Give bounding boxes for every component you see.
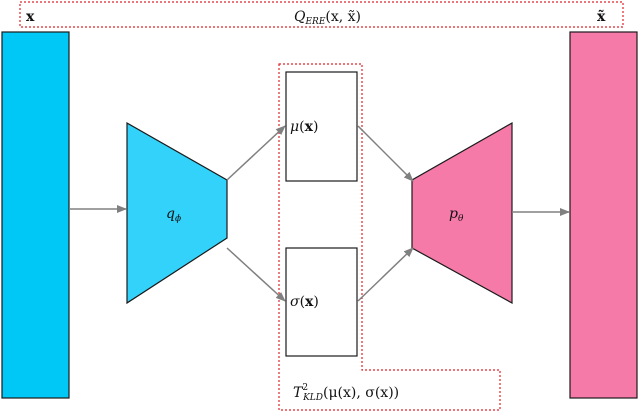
arrow-encoder-to-sigma: [226, 247, 286, 302]
sigma-arg: x: [305, 294, 314, 310]
decoder-p: p: [449, 206, 458, 222]
arrow-encoder-to-mu: [226, 125, 286, 181]
kld-loss-box: [278, 63, 501, 411]
mu-box: [285, 71, 358, 182]
ere-sub: ERE: [304, 17, 325, 27]
arrow-sigma-to-decoder: [357, 247, 414, 302]
ere-loss-label: QERE(x, x̃): [294, 9, 361, 27]
output-label: x̃: [597, 8, 606, 25]
mu-arg: x: [305, 119, 314, 135]
mu-label: μ(x): [290, 119, 318, 135]
arrow-mu-to-decoder: [357, 125, 414, 182]
input-bar: [1, 31, 70, 399]
kld-sup: 2: [302, 383, 308, 393]
input-label: x: [26, 9, 35, 25]
kld-args: (μ(x), σ(x)): [323, 385, 399, 401]
decoder-label: pθ: [449, 206, 464, 224]
mu-open-paren: (: [299, 119, 304, 135]
sigma-label: σ(x): [290, 294, 319, 310]
ere-loss-box: [19, 1, 624, 28]
decoder-trapezoid: [411, 121, 513, 305]
mu-close-paren: ): [313, 119, 318, 135]
encoder-trapezoid: [126, 121, 228, 305]
encoder-label: qϕ: [166, 206, 181, 224]
sigma-open-paren: (: [300, 294, 305, 310]
ere-args: (x, x̃): [325, 9, 361, 25]
sigma-close-paren: ): [313, 294, 318, 310]
sigma-symbol: σ: [290, 294, 300, 310]
ere-q: Q: [294, 9, 306, 25]
sigma-box: [285, 247, 358, 357]
kld-sub: KLD: [302, 393, 323, 403]
output-bar: [569, 31, 638, 399]
kld-t: T: [293, 385, 304, 401]
mu-symbol: μ: [290, 119, 299, 135]
encoder-q: q: [166, 206, 175, 222]
encoder-sub: ϕ: [175, 214, 181, 224]
decoder-sub: θ: [458, 214, 464, 224]
